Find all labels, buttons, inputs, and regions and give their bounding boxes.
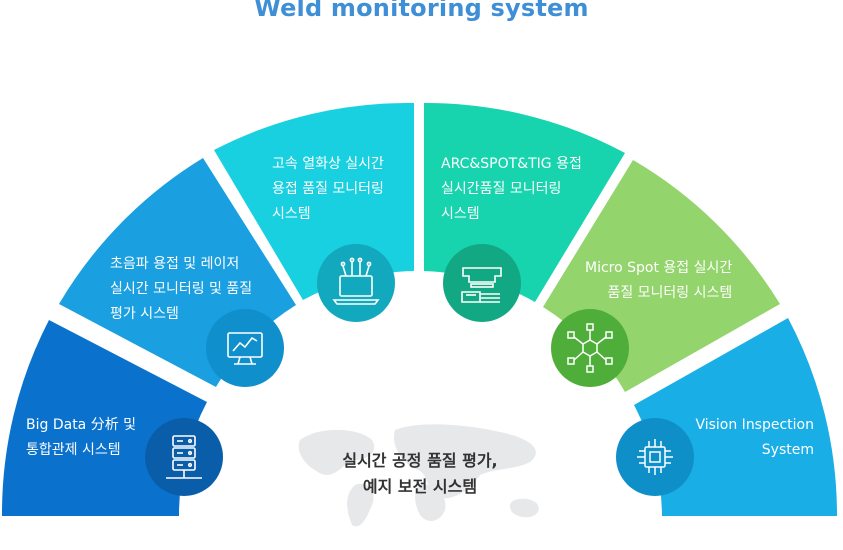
vision-icon-circle: [616, 418, 694, 496]
label-line: 평가 시스템: [110, 306, 179, 322]
ultrasonic-icon-circle: [206, 309, 284, 387]
label-line: System: [761, 442, 814, 458]
world-map-background: [298, 424, 539, 527]
center-line: 실시간 공정 품질 평가,: [342, 451, 498, 470]
label-line: Big Data 分析 및: [26, 417, 137, 433]
label-line: Vision Inspection: [695, 417, 814, 433]
press-welding-icon: [461, 267, 502, 303]
label-line: Micro Spot 용접 실시간: [585, 260, 733, 276]
label-line: 실시간품질 모니터링: [441, 181, 562, 197]
network-nodes-icon: [567, 323, 613, 373]
big-data-icon-circle: [145, 418, 223, 496]
segment-arc-spot-tig-label: ARC&SPOT&TIG 용접 실시간품질 모니터링 시스템: [441, 152, 582, 227]
segment-big-data-label: Big Data 分析 및 통합관제 시스템: [26, 413, 136, 463]
chip-circuit-icon: [637, 439, 673, 475]
segment-ultrasonic-label: 초음파 용접 및 레이저 실시간 모니터링 및 품질 평가 시스템: [110, 252, 252, 327]
segment-thermal-label: 고속 열화상 실시간 용접 품질 모니터링 시스템: [272, 152, 384, 227]
arc-spot-tig-icon-circle: [443, 244, 521, 322]
database-server-icon: [166, 435, 202, 479]
monitor-chart-icon: [227, 332, 263, 365]
laptop-network-icon: [332, 257, 380, 305]
label-line: 시스템: [441, 206, 480, 222]
label-line: 초음파 용접 및 레이저: [110, 256, 240, 272]
label-line: 품질 모니터링 시스템: [607, 285, 733, 301]
micro-spot-icon-circle: [551, 309, 629, 387]
label-line: ARC&SPOT&TIG 용접: [441, 156, 582, 172]
page-title: Weld monitoring system: [254, 0, 589, 22]
segment-micro-spot-label: Micro Spot 용접 실시간 품질 모니터링 시스템: [585, 256, 732, 306]
center-caption: 실시간 공정 품질 평가, 예지 보전 시스템: [300, 448, 540, 500]
label-line: 용접 품질 모니터링: [272, 181, 384, 197]
center-line: 예지 보전 시스템: [362, 477, 478, 496]
thermal-icon-circle: [317, 244, 395, 322]
label-line: 실시간 모니터링 및 품질: [110, 281, 253, 297]
segment-vision-label: Vision Inspection System: [686, 413, 814, 463]
label-line: 고속 열화상 실시간: [272, 156, 384, 172]
label-line: 시스템: [272, 206, 311, 222]
label-line: 통합관제 시스템: [26, 442, 121, 458]
